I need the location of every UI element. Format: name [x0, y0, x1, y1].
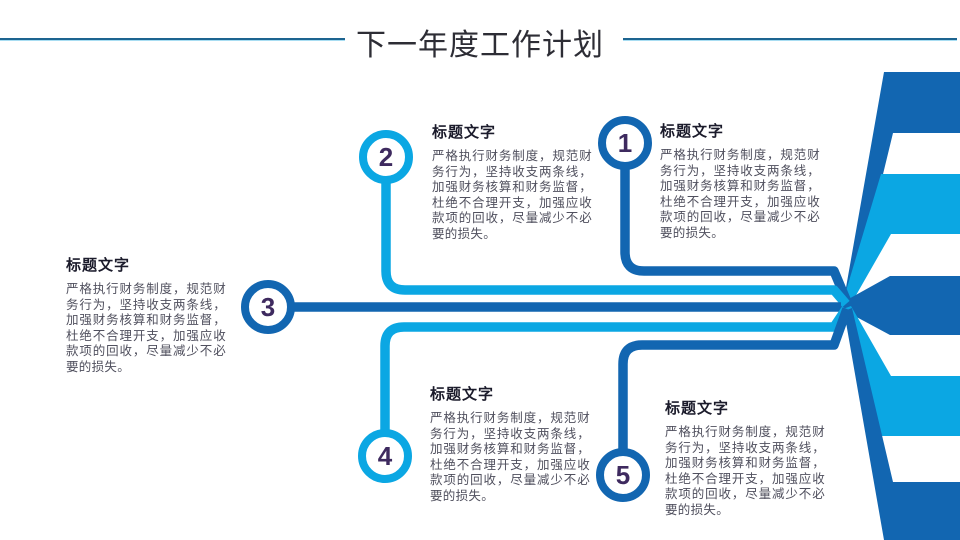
step-number-5: 5 — [615, 459, 631, 490]
connector-line-2 — [381, 182, 850, 308]
step-title-4: 标题文字 — [430, 386, 495, 403]
step-block-3: 标题文字 严格执行财务制度，规范财务行为，坚持收支两条线，加强财务核算和财务监督… — [66, 254, 226, 375]
step-description-1: 严格执行财务制度，规范财务行为，坚持收支两条线，加强财务核算和财务监督，杜绝不合… — [660, 148, 820, 240]
step-number-2: 2 — [378, 141, 394, 172]
step-block-2: 标题文字 严格执行财务制度，规范财务行为，坚持收支两条线，加强财务核算和财务监督… — [432, 121, 592, 242]
page-title: 下一年度工作计划 — [356, 29, 604, 62]
step-description-2: 严格执行财务制度，规范财务行为，坚持收支两条线，加强财务核算和财务监督，杜绝不合… — [432, 149, 592, 241]
step-title-2: 标题文字 — [432, 124, 497, 141]
fan-band-5 — [844, 308, 960, 540]
step-circle-5: 5 — [596, 448, 650, 502]
step-description-4: 严格执行财务制度，规范财务行为，坚持收支两条线，加强财务核算和财务监督，杜绝不合… — [430, 411, 590, 503]
fan-ribbons — [836, 72, 960, 540]
connector-line-4 — [380, 306, 850, 431]
step-number-1: 1 — [617, 127, 633, 158]
fan-band-1 — [844, 72, 960, 302]
step-title-1: 标题文字 — [660, 123, 725, 140]
step-block-4: 标题文字 严格执行财务制度，规范财务行为，坚持收支两条线，加强财务核算和财务监督… — [430, 383, 590, 504]
step-number-4: 4 — [377, 440, 393, 471]
step-description-5: 严格执行财务制度，规范财务行为，坚持收支两条线，加强财务核算和财务监督，杜绝不合… — [665, 425, 825, 517]
step-number-3: 3 — [260, 291, 276, 322]
step-title-5: 标题文字 — [665, 400, 730, 417]
fan-band-2 — [843, 174, 960, 304]
step-circle-3: 3 — [241, 280, 295, 334]
title-divider-left — [0, 38, 345, 41]
step-block-1: 标题文字 严格执行财务制度，规范财务行为，坚持收支两条线，加强财务核算和财务监督… — [660, 120, 820, 241]
step-circle-2: 2 — [359, 130, 413, 184]
connector-lines — [293, 168, 852, 450]
step-title-3: 标题文字 — [66, 257, 131, 274]
connector-line-1 — [620, 168, 852, 304]
step-circle-1: 1 — [598, 116, 652, 170]
title-divider-right — [623, 38, 957, 41]
step-description-3: 严格执行财务制度，规范财务行为，坚持收支两条线，加强财务核算和财务监督，杜绝不合… — [66, 282, 226, 374]
step-block-5: 标题文字 严格执行财务制度，规范财务行为，坚持收支两条线，加强财务核算和财务监督… — [665, 397, 825, 518]
fan-band-3 — [836, 276, 960, 335]
connector-line-5 — [618, 307, 852, 450]
step-circle-4: 4 — [358, 429, 412, 483]
